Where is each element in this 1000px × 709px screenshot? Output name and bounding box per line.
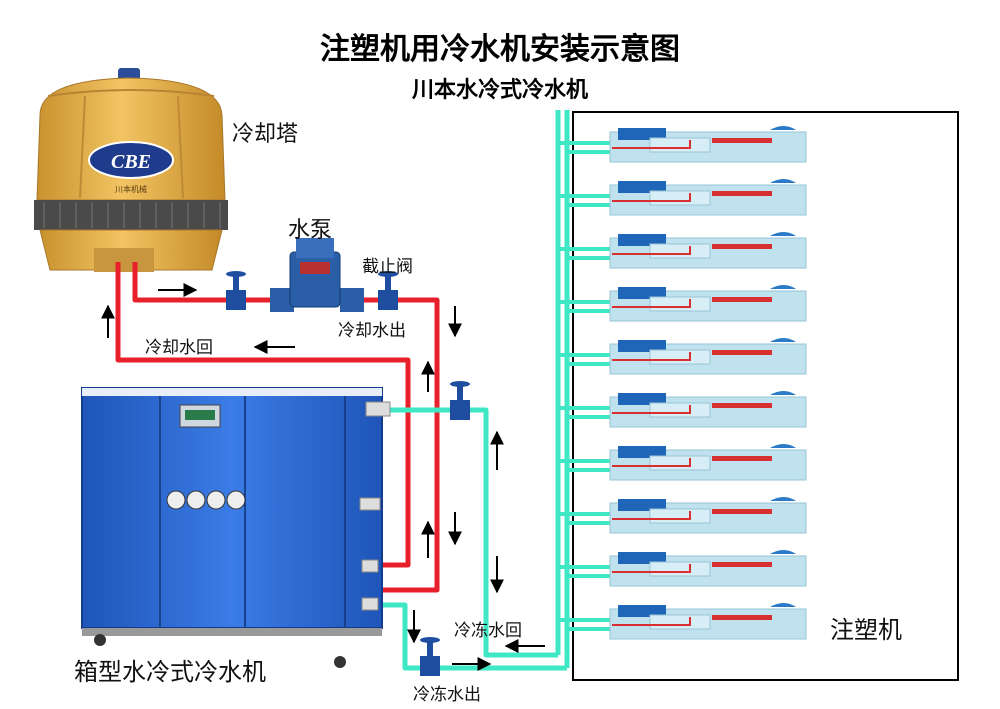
machine-barrel: [649, 243, 711, 259]
injection-machine: [558, 285, 807, 322]
machine-nozzle: [770, 179, 796, 183]
machine-tie-bar: [712, 403, 772, 408]
machine-cooling-line: [612, 140, 691, 149]
machine-cooling-line: [612, 617, 691, 626]
machine-tie-bar: [712, 509, 772, 514]
machine-cooling-line: [612, 564, 691, 573]
machine-barrel: [649, 349, 711, 365]
machine-barrel: [649, 296, 711, 312]
machine-cooling-line: [612, 511, 691, 520]
injection-machine: [558, 497, 807, 534]
machine-tie-bar: [712, 615, 772, 620]
injection-machine: [558, 391, 807, 428]
machine-tie-bar: [712, 297, 772, 302]
cooling-water-loop: [115, 262, 440, 593]
label-injection-machine: 注塑机: [830, 616, 902, 644]
machine-barrel: [649, 137, 711, 153]
logo-text: CBE: [111, 151, 151, 173]
machine-barrel: [649, 190, 711, 206]
machine-cooling-line: [612, 405, 691, 414]
machine-hopper: [618, 234, 666, 246]
machine-cooling-line: [612, 299, 691, 308]
machine-barrel: [649, 508, 711, 524]
stop-valve-cooling-2: [378, 271, 398, 310]
machine-hopper: [618, 181, 666, 193]
diagram-subtitle: 川本水冷式冷水机: [411, 78, 588, 103]
machine-nozzle: [770, 126, 796, 130]
label-cooling-water-return: 冷却水回: [145, 338, 213, 358]
machine-cooling-line: [612, 193, 691, 202]
machine-cooling-line: [612, 246, 691, 255]
machine-barrel: [649, 402, 711, 418]
label-cooling-tower: 冷却塔: [232, 122, 299, 147]
chiller-unit: [81, 387, 391, 668]
machine-hopper: [618, 605, 666, 617]
machine-tie-bar: [712, 456, 772, 461]
machine-cooling-line: [612, 458, 691, 467]
stop-valve-cooling-1: [226, 271, 246, 310]
machine-hopper: [618, 340, 666, 352]
machine-tie-bar: [712, 350, 772, 355]
stop-valve-chilled-1: [450, 381, 470, 420]
machine-tie-bar: [712, 138, 772, 143]
injection-machine: [558, 179, 807, 216]
injection-machine: [558, 444, 807, 481]
cooling-tower: [34, 68, 228, 272]
label-chiller: 箱型水冷式冷水机: [74, 658, 266, 686]
machine-nozzle: [770, 391, 796, 395]
machine-barrel: [649, 614, 711, 630]
machine-hopper: [618, 287, 666, 299]
label-cooling-water-out: 冷却水出: [338, 321, 406, 341]
machine-hopper: [618, 552, 666, 564]
machine-nozzle: [770, 444, 796, 448]
injection-machine: [558, 550, 807, 587]
machine-nozzle: [770, 550, 796, 554]
injection-machine: [558, 232, 807, 269]
machine-barrel: [649, 561, 711, 577]
machine-hopper: [618, 393, 666, 405]
logo-subtext: 川本机械: [115, 184, 147, 194]
machine-tie-bar: [712, 191, 772, 196]
machine-hopper: [618, 446, 666, 458]
label-chilled-water-return: 冷冻水回: [454, 621, 522, 641]
injection-machine: [558, 338, 807, 375]
injection-machine-list: [558, 126, 807, 640]
injection-machine: [558, 126, 807, 163]
label-chilled-water-out: 冷冻水出: [413, 685, 481, 705]
machine-tie-bar: [712, 562, 772, 567]
label-stop-valve: 截止阀: [362, 257, 413, 277]
machine-hopper: [618, 128, 666, 140]
machine-nozzle: [770, 497, 796, 501]
diagram-title: 注塑机用冷水机安装示意图: [320, 32, 680, 67]
machine-nozzle: [770, 285, 796, 289]
machine-nozzle: [770, 603, 796, 607]
injection-machine: [558, 603, 807, 640]
machine-nozzle: [770, 338, 796, 342]
stop-valve-chilled-2: [420, 637, 440, 676]
machine-nozzle: [770, 232, 796, 236]
machine-barrel: [649, 455, 711, 471]
machine-hopper: [618, 499, 666, 511]
machine-cooling-line: [612, 352, 691, 361]
flow-arrows: [101, 283, 545, 671]
water-pump: [270, 238, 364, 312]
label-pump: 水泵: [288, 218, 333, 243]
machine-tie-bar: [712, 244, 772, 249]
